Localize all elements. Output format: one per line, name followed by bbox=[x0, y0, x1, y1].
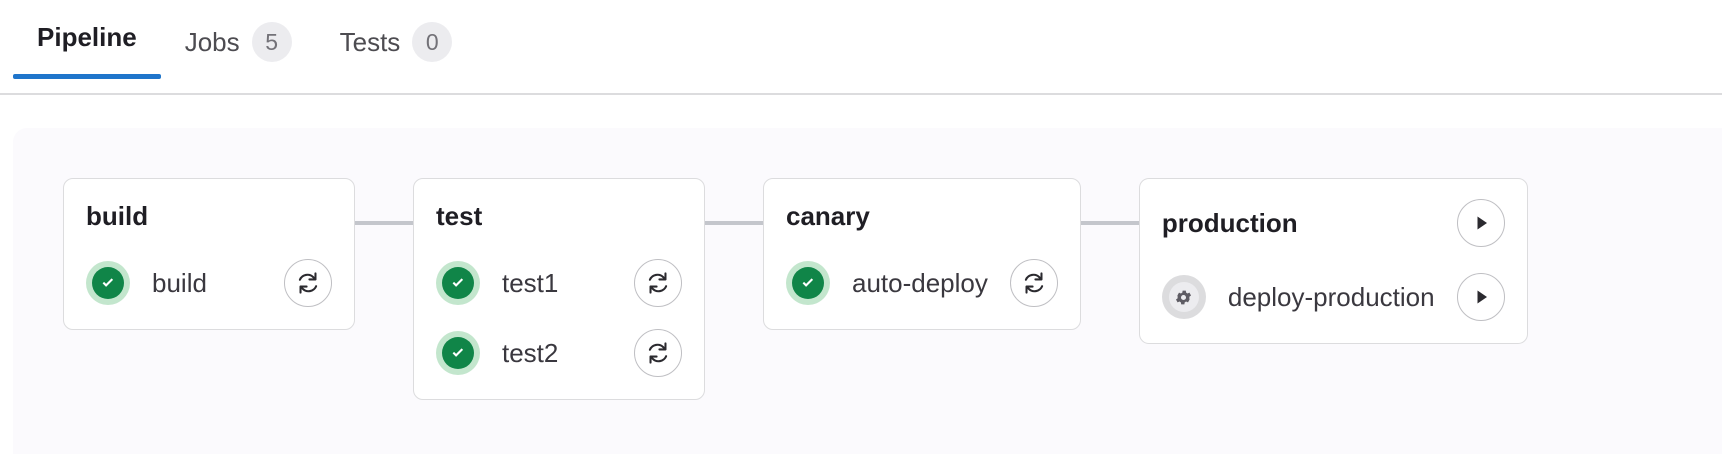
retry-icon[interactable] bbox=[634, 329, 682, 377]
tab-tests-label: Tests bbox=[339, 26, 401, 57]
gear-icon bbox=[1161, 275, 1206, 319]
pipeline-stage-canary: canary auto-deploy bbox=[763, 178, 1081, 330]
check-circle-icon bbox=[436, 331, 480, 375]
tab-tests-badge: 0 bbox=[412, 22, 453, 62]
pipeline-graph: build build bbox=[63, 178, 1528, 400]
pipeline-graph-panel: build build bbox=[13, 128, 1722, 454]
job-name: build bbox=[152, 268, 207, 298]
stage-title: test bbox=[436, 201, 483, 231]
check-circle-icon bbox=[436, 261, 480, 305]
stage-title: build bbox=[86, 201, 149, 231]
tab-pipeline-label: Pipeline bbox=[37, 22, 137, 52]
stage-job-list: deploy-production bbox=[1161, 273, 1505, 321]
stage-title: canary bbox=[786, 201, 870, 231]
pipeline-stage-build: build build bbox=[63, 178, 355, 330]
pipeline-stage-production: production deploy-p bbox=[1138, 178, 1528, 344]
stage-job-list: auto-deploy bbox=[786, 259, 1058, 307]
job-name: test2 bbox=[502, 338, 559, 368]
pipeline-job-test2[interactable]: test2 bbox=[436, 329, 682, 377]
play-icon[interactable] bbox=[1456, 273, 1505, 321]
pipeline-job-build[interactable]: build bbox=[86, 259, 332, 307]
retry-icon[interactable] bbox=[634, 259, 682, 307]
stage-job-list: build bbox=[86, 259, 332, 307]
tab-jobs-label: Jobs bbox=[184, 26, 240, 57]
stage-header: production bbox=[1162, 199, 1505, 247]
job-name: auto-deploy bbox=[852, 268, 988, 298]
pipeline-job-test1[interactable]: test1 bbox=[436, 259, 682, 307]
pipeline-tabbar: Pipeline Jobs 5 Tests 0 bbox=[0, 0, 1722, 95]
stage-connector bbox=[355, 221, 413, 225]
tab-jobs-badge: 5 bbox=[251, 22, 292, 62]
job-name: deploy-production bbox=[1227, 282, 1435, 312]
check-circle-icon bbox=[86, 261, 130, 305]
pipeline-job-deploy-production[interactable]: deploy-production bbox=[1161, 273, 1505, 321]
retry-icon[interactable] bbox=[1009, 259, 1058, 307]
play-icon[interactable] bbox=[1456, 199, 1505, 247]
pipeline-job-auto-deploy[interactable]: auto-deploy bbox=[786, 259, 1058, 307]
check-circle-icon bbox=[786, 261, 830, 305]
stage-job-list: test1 bbox=[436, 259, 682, 377]
stage-title: production bbox=[1161, 208, 1298, 238]
stage-connector bbox=[705, 221, 763, 225]
stage-connector bbox=[1080, 221, 1139, 225]
retry-icon[interactable] bbox=[284, 259, 332, 307]
tab-tests[interactable]: Tests 0 bbox=[316, 0, 477, 88]
tab-pipeline[interactable]: Pipeline bbox=[13, 0, 161, 79]
tab-jobs[interactable]: Jobs 5 bbox=[161, 0, 316, 88]
job-name: test1 bbox=[502, 268, 559, 298]
pipeline-stage-test: test test1 bbox=[413, 178, 705, 400]
